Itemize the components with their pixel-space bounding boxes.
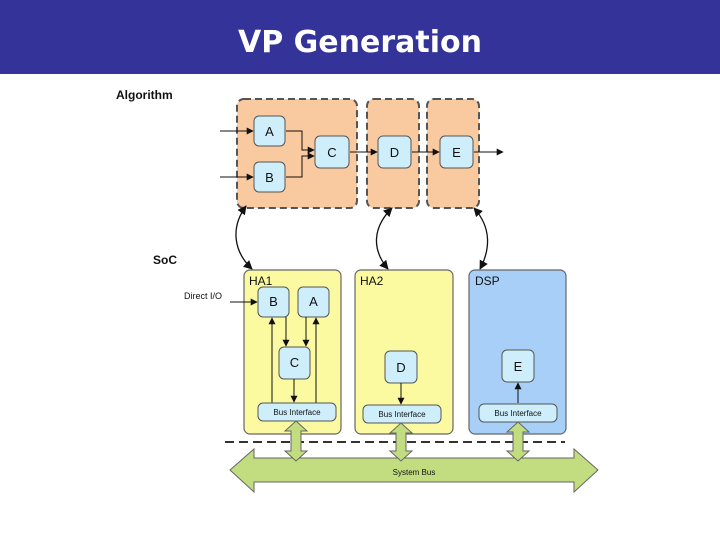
algorithm-node-d <box>377 135 412 169</box>
ha1-node-a <box>297 286 330 318</box>
ha1-bus-connector <box>283 420 309 462</box>
algorithm-node-b <box>253 161 286 193</box>
algorithm-node-b-label: B <box>265 170 274 185</box>
page-title: VP Generation <box>238 25 482 60</box>
dsp-node-e <box>501 349 535 383</box>
algorithm-node-d-label: D <box>390 145 399 160</box>
mapping-arrow-dsp <box>473 207 489 270</box>
ha2-label: HA2 <box>360 274 384 288</box>
edge-a-c <box>286 130 315 154</box>
title-bar <box>0 0 720 74</box>
soc-label: SoC <box>153 253 177 267</box>
system-bus-label: System Bus <box>393 468 436 477</box>
ha2-node-d-label: D <box>396 360 405 375</box>
direct-io-label: Direct I/O <box>184 291 222 301</box>
algorithm-node-c <box>314 135 350 169</box>
ha1-bus-interface-label: Bus Interface <box>273 408 321 417</box>
algorithm-node-a <box>253 115 286 147</box>
ha1-node-b <box>257 286 290 318</box>
ha1-node-c-label: C <box>290 355 299 370</box>
mapping-arrow-ha2 <box>375 207 393 270</box>
mapping-arrow-ha1 <box>235 205 253 270</box>
ha1-bus-interface <box>257 402 337 422</box>
ha1-label: HA1 <box>249 274 273 288</box>
edge-b-c <box>286 152 315 178</box>
ha2-bus-interface-label: Bus Interface <box>378 410 426 419</box>
algorithm-node-c-label: C <box>327 145 336 160</box>
ha1-node-a-label: A <box>309 294 318 309</box>
ha1-node-b-label: B <box>269 294 278 309</box>
algorithm-node-e-label: E <box>452 145 461 160</box>
dsp-label: DSP <box>475 274 500 288</box>
algorithm-node-a-label: A <box>265 124 274 139</box>
dsp-node-e-label: E <box>514 359 523 374</box>
algorithm-node-e <box>439 135 474 169</box>
system-bus-arrow <box>229 447 599 494</box>
dsp-bus-connector <box>505 421 531 462</box>
ha2-bus-connector <box>388 422 414 462</box>
ha2-bus-interface <box>362 404 442 424</box>
algorithm-label: Algorithm <box>116 88 173 102</box>
dsp-bus-interface-label: Bus Interface <box>494 409 542 418</box>
